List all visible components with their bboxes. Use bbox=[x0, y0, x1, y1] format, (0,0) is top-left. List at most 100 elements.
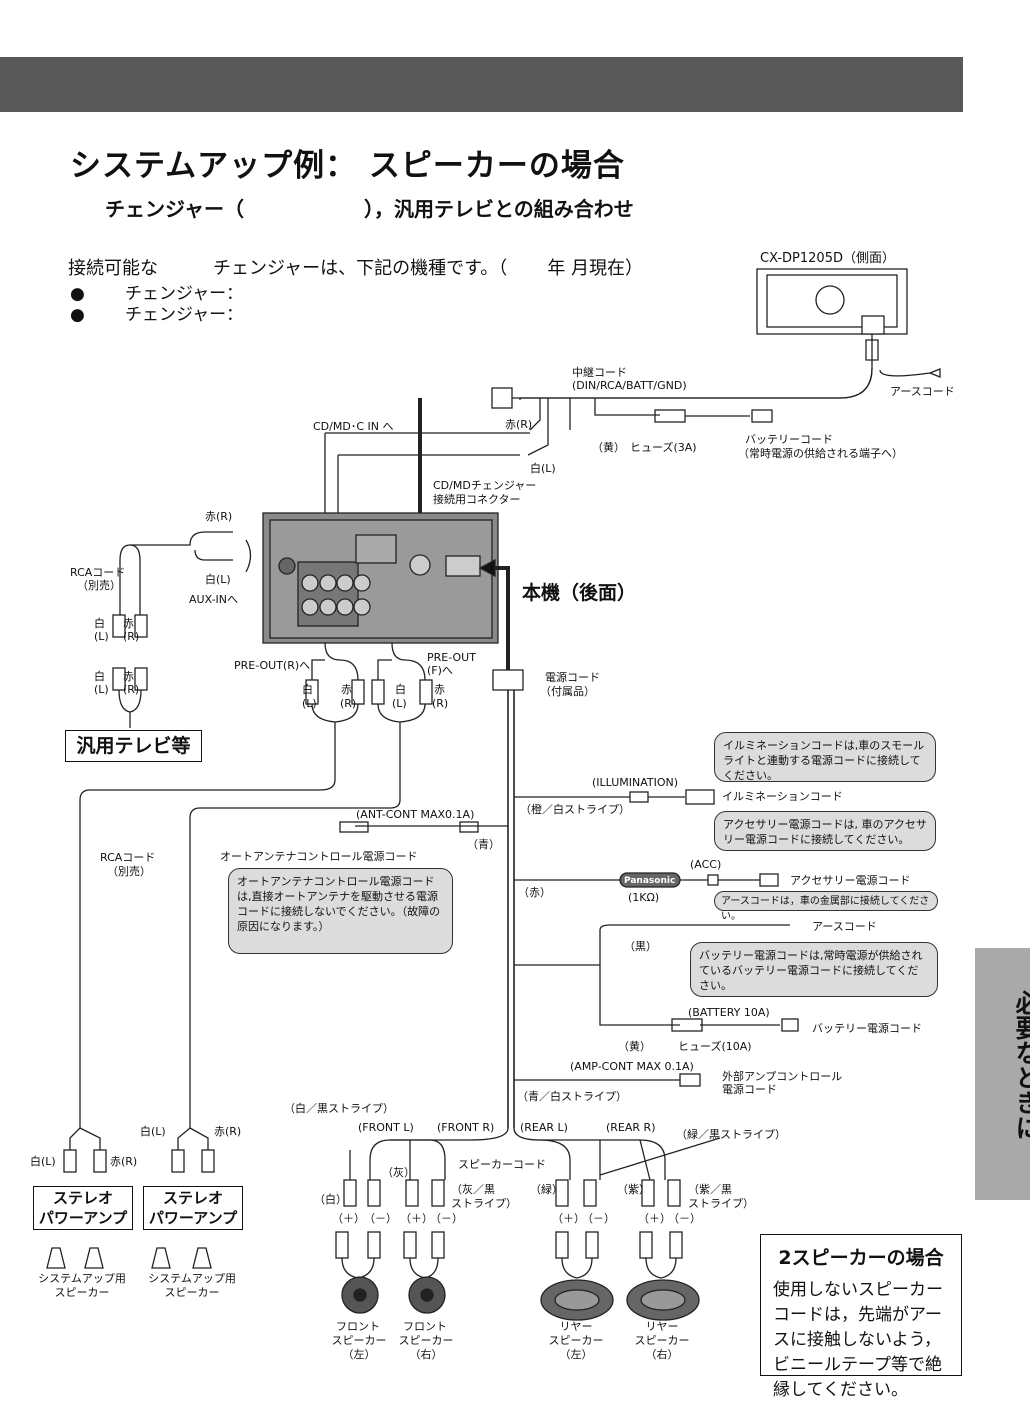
autoant-note: オートアンテナコントロール電源コードは,直接オートアンテナを駆動させる電源コード… bbox=[228, 868, 453, 954]
speaker-label: スピーカー bbox=[548, 1334, 604, 1347]
white-l-label: 白(L) bbox=[530, 462, 556, 475]
po-red-2: 赤 bbox=[434, 683, 445, 696]
fuse3a-label: ヒューズ(3A) bbox=[630, 441, 697, 454]
amp1-red-r: 赤(R) bbox=[110, 1155, 138, 1168]
pb-label: （紫／黒 bbox=[688, 1183, 732, 1196]
amp-cont-label: (AMP-CONT MAX 0.1A) bbox=[570, 1060, 694, 1073]
changer-dial bbox=[815, 285, 845, 315]
cdmd-in-label: CD/MD･C IN へ bbox=[313, 420, 394, 433]
polarity-minus: （－） bbox=[582, 1212, 615, 1225]
left-label: （左） bbox=[342, 1348, 376, 1361]
gb-stripe-label: （緑／黒ストライプ） bbox=[676, 1128, 786, 1141]
earth-cord-label-2: アースコード bbox=[812, 920, 877, 933]
po-l-2: (L) bbox=[392, 697, 407, 710]
rca-white: 白 bbox=[94, 617, 105, 630]
po-white-2: 白 bbox=[395, 683, 406, 696]
intro-text: 接続可能な チェンジャーは、下記の機種です。（ 年 月現在） bbox=[68, 254, 643, 280]
polarity-minus: （－） bbox=[430, 1212, 463, 1225]
tv-box: 汎用テレビ等 bbox=[65, 730, 202, 762]
rca-red: 赤 bbox=[123, 617, 134, 630]
relay-cord-spec: (DIN/RCA/BATT/GND) bbox=[572, 379, 687, 392]
yellow2-label: （黄） bbox=[618, 1040, 651, 1053]
gb2-label-2: ストライプ） bbox=[451, 1197, 517, 1210]
speaker-label: スピーカー bbox=[634, 1334, 690, 1347]
rca-cord-label: RCAコード bbox=[70, 566, 126, 579]
polarity-minus: （－） bbox=[668, 1212, 701, 1225]
polarity-plus: （＋） bbox=[332, 1212, 365, 1225]
bullet-item: ●チェンジャー： bbox=[70, 300, 243, 325]
power-cord-label: 電源コード bbox=[545, 671, 600, 684]
bullet-text: チェンジャー： bbox=[125, 284, 244, 304]
fuse-10a bbox=[671, 1018, 703, 1032]
amp-label: ステレオ パワーアンプ bbox=[148, 1189, 238, 1227]
rca-white-2: 白 bbox=[94, 670, 105, 683]
black-label: （黒） bbox=[624, 940, 657, 953]
battery10a-label: (BATTERY 10A) bbox=[688, 1006, 770, 1019]
power-cord-note: （付属品） bbox=[540, 685, 595, 698]
bullet-item: ● チェンジャー： bbox=[70, 279, 243, 304]
left-label: （左） bbox=[559, 1348, 593, 1361]
polarity-plus: （＋） bbox=[638, 1212, 671, 1225]
relay-din-plug bbox=[491, 387, 513, 409]
illum-cord-label: イルミネーションコード bbox=[722, 790, 843, 803]
red-c-label: （赤） bbox=[518, 886, 551, 899]
changer-panel bbox=[766, 274, 898, 328]
pb-label-2: ストライプ） bbox=[688, 1197, 754, 1210]
rca-red-2: 赤 bbox=[123, 670, 134, 683]
green-label: （緑） bbox=[530, 1183, 563, 1196]
bullet-dot: ● bbox=[70, 305, 85, 325]
sys-sp-label-2: スピーカー bbox=[54, 1286, 110, 1299]
right-label: （右） bbox=[645, 1348, 679, 1361]
changer-model-label: CX-DP1205D（側面） bbox=[760, 251, 895, 266]
preout-f-label-2: (F)へ bbox=[427, 664, 453, 677]
amp2-red-r: 赤(R) bbox=[214, 1125, 242, 1138]
two-speaker-box: 2スピーカーの場合 使用しないスピーカーコードは，先端がアースに接触しないよう，… bbox=[760, 1234, 962, 1400]
acc-note: アクセサリー電源コードは, 車のアクセサリー電源コードに接続してください。 bbox=[714, 811, 936, 851]
page-subtitle: チェンジャー（），汎用テレビとの組み合わせ bbox=[105, 193, 634, 222]
blue-label: （青） bbox=[467, 838, 500, 851]
amp1-white-l: 白(L) bbox=[30, 1155, 56, 1168]
header-bar bbox=[0, 57, 963, 112]
auto-ant-label: オートアンテナコントロール電源コード bbox=[220, 850, 418, 863]
speaker-cord-label: スピーカーコード bbox=[458, 1158, 546, 1171]
front-l-label: (FRONT L) bbox=[358, 1121, 414, 1134]
fuse10a-label: ヒューズ(10A) bbox=[678, 1040, 752, 1053]
side-tab-label: 必要なときに bbox=[1012, 990, 1030, 1140]
amp-box-2: ステレオ パワーアンプ bbox=[143, 1186, 243, 1230]
amp2-white-l: 白(L) bbox=[140, 1125, 166, 1138]
side-tab: 必要なときに bbox=[975, 948, 1030, 1200]
yellow-label: （黄） bbox=[592, 441, 625, 454]
resistor-label: (1KΩ) bbox=[628, 891, 660, 904]
polarity-minus: （－） bbox=[364, 1212, 397, 1225]
intro-p2: チェンジャーは、下記の機種です。（ bbox=[213, 258, 508, 279]
intro-p1: 接続可能な bbox=[68, 258, 158, 279]
sys-sp-label-2: スピーカー bbox=[164, 1286, 220, 1299]
rear-speaker-label: リヤー bbox=[559, 1320, 593, 1333]
aux-white-label: 白(L) bbox=[205, 573, 231, 586]
rca-cord-label-2: RCAコード bbox=[100, 851, 156, 864]
illum-note: イルミネーションコードは,車のスモールライトと連動する電源コードに接続してくださ… bbox=[714, 732, 936, 782]
connector-label-1: CD/MDチェンジャー bbox=[433, 479, 537, 492]
po-red: 赤 bbox=[341, 683, 352, 696]
connector-label-2: 接続用コネクター bbox=[433, 493, 521, 506]
front-r-label: (FRONT R) bbox=[437, 1121, 495, 1134]
page-title: システムアップ例： スピーカーの場合 bbox=[70, 148, 625, 184]
earth-note: アースコードは，車の金属部に接続してください。 bbox=[714, 891, 938, 922]
front-speaker-label: フロント bbox=[403, 1320, 447, 1333]
sys-sp-label: システムアップ用 bbox=[38, 1272, 126, 1285]
speaker-label: スピーカー bbox=[398, 1334, 454, 1347]
rca-cord-note: （別売） bbox=[77, 579, 121, 592]
preout-f-label: PRE-OUT bbox=[427, 651, 476, 664]
aux-in-label: AUX-INへ bbox=[189, 593, 239, 606]
illumination-label: (ILLUMINATION) bbox=[592, 776, 679, 789]
preout-r-label: PRE-OUT(R)へ bbox=[234, 659, 311, 672]
bullet-dot: ● bbox=[70, 284, 85, 304]
amp-label: ステレオ パワーアンプ bbox=[38, 1189, 128, 1227]
earth-cord-label: アースコード bbox=[890, 385, 955, 398]
rca-l-2: (L) bbox=[94, 683, 109, 696]
rear-speaker-label: リヤー bbox=[645, 1320, 679, 1333]
subtitle-left: チェンジャー（ bbox=[105, 197, 244, 221]
acc-label: (ACC) bbox=[690, 858, 722, 871]
intro-p3: 年 月現在） bbox=[547, 258, 644, 279]
